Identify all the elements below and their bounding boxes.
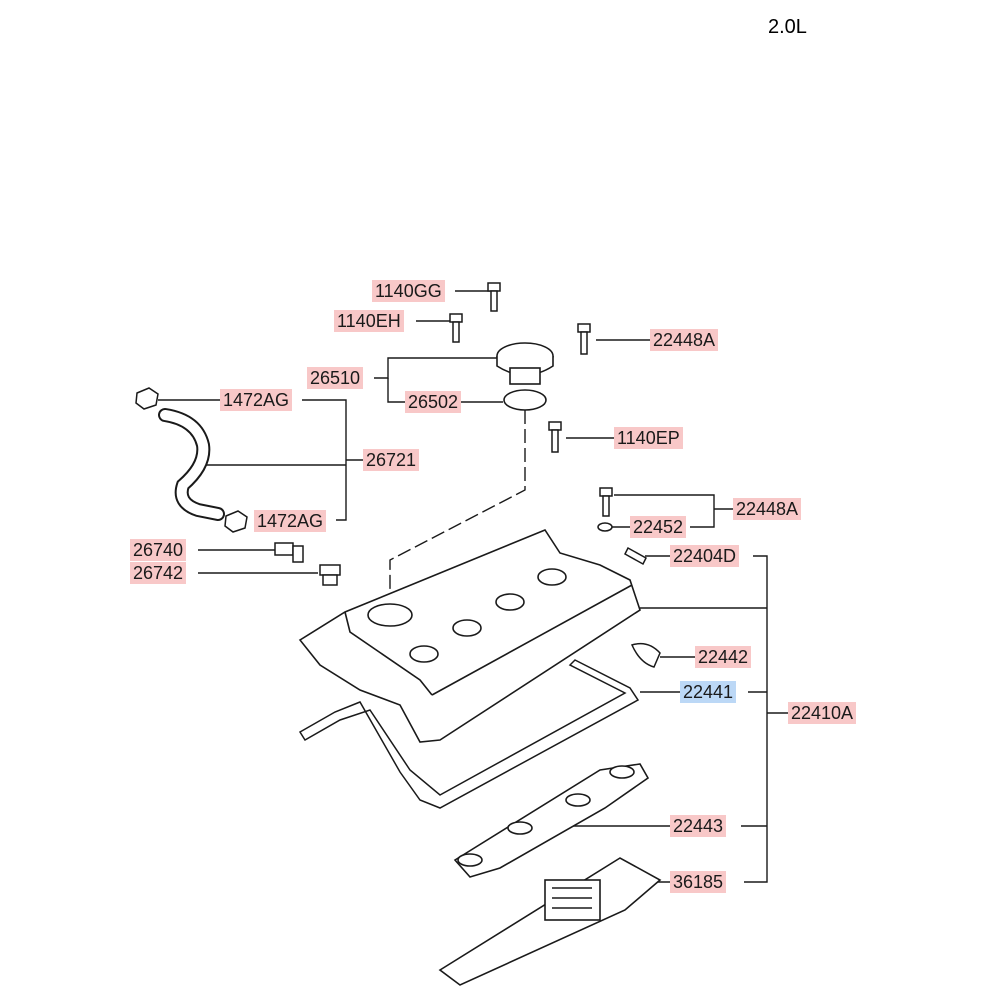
part-tag-22410a[interactable]: 22410A — [788, 702, 857, 724]
part-tag-1140gg[interactable]: 1140GG — [372, 280, 445, 302]
part-tag-36185[interactable]: 36185 — [670, 871, 727, 893]
rocker-cover-icon — [298, 529, 641, 743]
bolt-1140ep-icon — [548, 421, 562, 453]
leader-lines — [158, 290, 788, 883]
plug-gasket-icon — [453, 763, 650, 878]
bolt-1140gg-icon — [487, 282, 501, 312]
part-tag-1472ag-top[interactable]: 1472AG — [220, 389, 293, 411]
part-tag-22404d[interactable]: 22404D — [670, 545, 740, 567]
part-tag-26721[interactable]: 26721 — [363, 449, 420, 471]
oil-filler-cap-icon — [496, 342, 554, 411]
cover-gasket-icon — [298, 659, 640, 809]
part-tag-1472ag-bot[interactable]: 1472AG — [254, 510, 327, 532]
bolt-1140eh-icon — [449, 313, 463, 343]
part-tag-26740[interactable]: 26740 — [130, 539, 187, 561]
part-tag-26502[interactable]: 26502 — [405, 391, 462, 413]
part-tag-1140eh[interactable]: 1140EH — [334, 310, 404, 332]
part-tag-22452[interactable]: 22452 — [630, 516, 687, 538]
part-tag-26742[interactable]: 26742 — [130, 562, 187, 584]
part-tag-22441[interactable]: 22441 — [680, 681, 737, 703]
bolt-22448a-mid-icon — [599, 487, 613, 517]
washer-22452-icon — [597, 522, 613, 532]
ignition-cover-icon — [438, 857, 662, 986]
clamp-bottom-icon — [224, 510, 248, 533]
fastener-parts — [135, 282, 661, 668]
pcv-valve-icon — [274, 542, 304, 563]
part-tag-22448a-mid[interactable]: 22448A — [733, 498, 802, 520]
part-tag-26510[interactable]: 26510 — [307, 367, 364, 389]
part-tag-22448a-top[interactable]: 22448A — [650, 329, 719, 351]
part-tag-22442[interactable]: 22442 — [695, 646, 752, 668]
seal-22442-icon — [630, 642, 661, 668]
part-tag-1140ep[interactable]: 1140EP — [614, 427, 683, 449]
plug-26742-icon — [319, 564, 341, 586]
pipe-22404d-icon — [624, 546, 647, 566]
part-tag-22443[interactable]: 22443 — [670, 815, 727, 837]
bolt-22448a-icon — [577, 323, 591, 355]
clamp-top-icon — [135, 387, 159, 410]
engine-variant-label: 2.0L — [768, 16, 807, 38]
